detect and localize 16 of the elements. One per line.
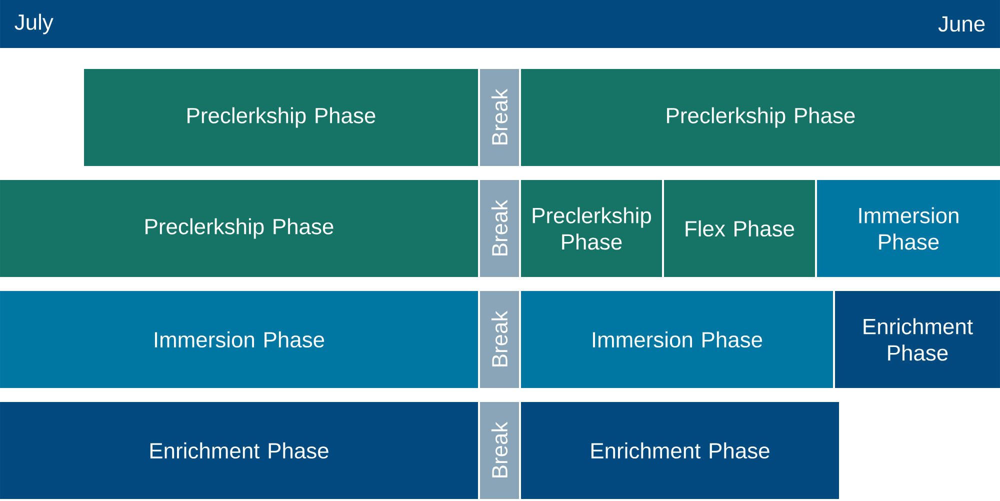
phase-block: Flex Phase bbox=[664, 180, 815, 277]
break-block: Break bbox=[480, 402, 519, 499]
phase-block: Preclerkship Phase bbox=[521, 69, 1000, 166]
phase-block: Enrichment Phase bbox=[0, 402, 478, 499]
phase-block: Preclerkship Phase bbox=[84, 69, 478, 166]
break-block: Break bbox=[480, 69, 519, 166]
phase-block: Immersion Phase bbox=[817, 180, 1000, 277]
phase-block: Preclerkship Phase bbox=[521, 180, 662, 277]
phase-block: Enrichment Phase bbox=[521, 402, 839, 499]
phase-block: Enrichment Phase bbox=[835, 290, 1000, 388]
header-bar: July June bbox=[0, 0, 1000, 48]
phase-block: Immersion Phase bbox=[0, 290, 478, 388]
break-block: Break bbox=[480, 290, 519, 388]
phase-block: Preclerkship Phase bbox=[0, 180, 478, 277]
break-block: Break bbox=[480, 180, 519, 277]
phase-block: Immersion Phase bbox=[521, 290, 833, 388]
